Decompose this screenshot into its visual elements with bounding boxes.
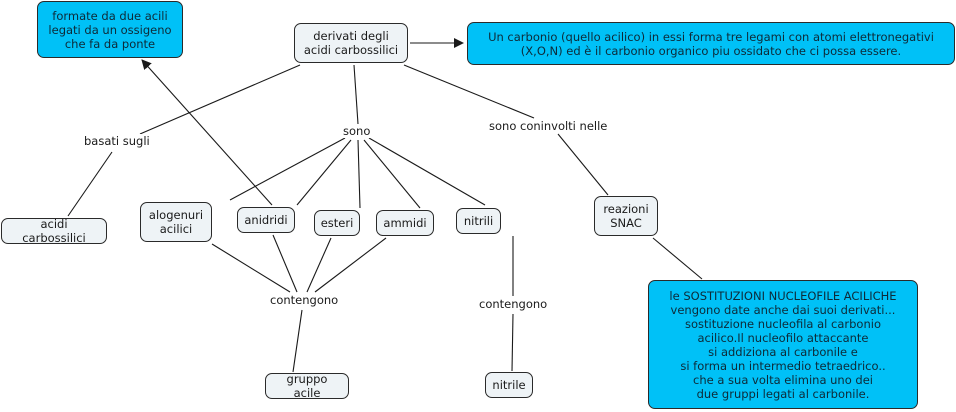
- concept-nitrili[interactable]: nitrili: [456, 208, 501, 234]
- link-coinvolti-reazioni: [557, 133, 609, 196]
- link-sono-ammidi: [363, 139, 421, 209]
- link-sono-alogenuri: [229, 137, 346, 201]
- concept-root-derivati[interactable]: derivati degli acidi carbossilici: [294, 23, 408, 63]
- linking-sono: sono: [341, 124, 373, 138]
- link-anidridi-contengono: [272, 234, 298, 293]
- link-root-basati: [139, 64, 301, 135]
- link-ammidi-contengono: [314, 237, 387, 293]
- link-sono-esteri: [357, 139, 361, 209]
- link-basati-acidi: [67, 151, 113, 217]
- linking-sono-coinvolti: sono coninvolti nelle: [487, 119, 610, 133]
- link-contengono-gruppo: [292, 309, 303, 373]
- linking-contengono-acile: contengono: [268, 293, 341, 307]
- link-contengono-nitrile: [511, 313, 514, 372]
- concept-esteri[interactable]: esteri: [314, 210, 360, 236]
- link-esteri-contengono: [306, 237, 332, 293]
- concept-ammidi[interactable]: ammidi: [376, 210, 434, 236]
- concept-nitrile[interactable]: nitrile: [485, 372, 533, 398]
- link-reazioni-snacdef: [652, 237, 703, 280]
- link-sono-anidridi: [296, 139, 352, 206]
- link-sono-nitrili: [368, 137, 486, 206]
- link-root-coinvolti: [403, 64, 535, 119]
- concept-carbon-definition[interactable]: Un carbonio (quello acilico) in essi for…: [467, 22, 955, 65]
- concept-alogenuri-acilici[interactable]: alogenuri acilici: [140, 202, 212, 242]
- concept-gruppo-acile[interactable]: gruppo acile: [265, 372, 349, 400]
- linking-basati-sugli: basati sugli: [82, 134, 152, 148]
- concept-reazioni-snac[interactable]: reazioni SNAC: [594, 196, 658, 236]
- concept-acidi-carbossilici[interactable]: acidi carbossilici: [1, 217, 107, 245]
- concept-anidridi[interactable]: anidridi: [237, 207, 295, 233]
- link-alogenuri-contengono: [211, 243, 291, 293]
- arrow-anidridi-bridgedef: [141, 59, 273, 206]
- concept-bridge-definition[interactable]: formate da due acili legati da un ossige…: [37, 1, 183, 58]
- link-root-sono: [353, 64, 359, 125]
- concept-snac-definition[interactable]: le SOSTITUZIONI NUCLEOFILE ACILICHE veng…: [648, 280, 918, 409]
- linking-contengono-nitrile: contengono: [477, 297, 550, 311]
